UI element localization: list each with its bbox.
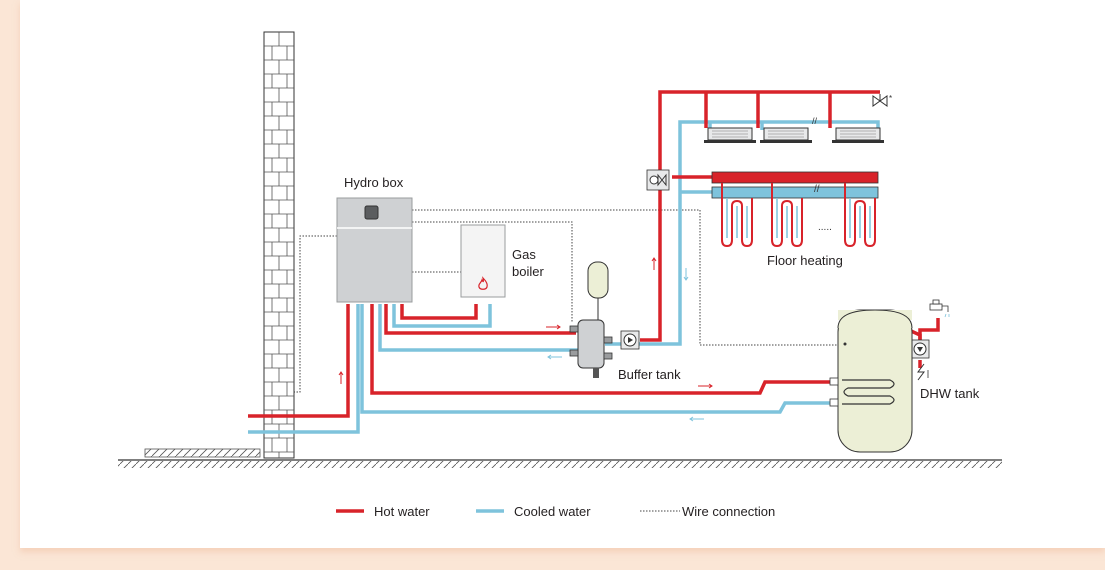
- buffer-tank: [569, 261, 613, 378]
- pump-icon: [620, 330, 640, 350]
- flow-arrows: [338, 257, 713, 422]
- floor-heating-label: Floor heating: [767, 253, 843, 268]
- fan-coil-icon: [832, 127, 884, 143]
- fan-coil-units: // *: [704, 94, 892, 143]
- hydro-box-label: Hydro box: [344, 175, 404, 190]
- dhw-pump-icon: [910, 339, 930, 359]
- cooled-water-pipes: [248, 120, 880, 434]
- check-valve-icon: [917, 363, 925, 381]
- buffer-tank-label: Buffer tank: [618, 367, 681, 382]
- floor-heating: // .....: [711, 171, 879, 248]
- dhw-tank-label: DHW tank: [920, 386, 980, 401]
- flame-icon: [478, 276, 488, 290]
- cooled-manifold: [711, 186, 879, 199]
- faucet-icon: [929, 299, 950, 318]
- brick-wall: [263, 31, 295, 459]
- hydro-box: [336, 197, 413, 303]
- legend-wire-label: Wire connection: [682, 504, 775, 519]
- gas-boiler-label: Gas: [512, 247, 536, 262]
- gas-boiler: [460, 224, 506, 298]
- wire-connections: [292, 209, 845, 393]
- gas-boiler-label-2: boiler: [512, 264, 544, 279]
- svg-text://: //: [814, 184, 820, 195]
- control-panel-icon: [364, 205, 379, 220]
- dhw-tank: [829, 309, 929, 453]
- foundation-slab: [144, 448, 261, 458]
- legend-hot-label: Hot water: [374, 504, 430, 519]
- fan-coil-icon: [760, 127, 812, 143]
- svg-text:*: *: [889, 94, 892, 103]
- expansion-vessel: [587, 261, 609, 299]
- svg-text://: //: [812, 116, 818, 126]
- fan-coil-icon: [704, 127, 756, 143]
- ground-line: [118, 448, 1002, 468]
- legend-cooled-label: Cooled water: [514, 504, 591, 519]
- valve-icon: [646, 169, 670, 191]
- legend: Hot water Cooled water Wire connection: [336, 504, 775, 519]
- hot-manifold: [711, 171, 879, 184]
- svg-text:.....: .....: [818, 222, 832, 233]
- bypass-valve-icon: *: [872, 94, 892, 107]
- heat-exchanger-coil: [842, 379, 895, 405]
